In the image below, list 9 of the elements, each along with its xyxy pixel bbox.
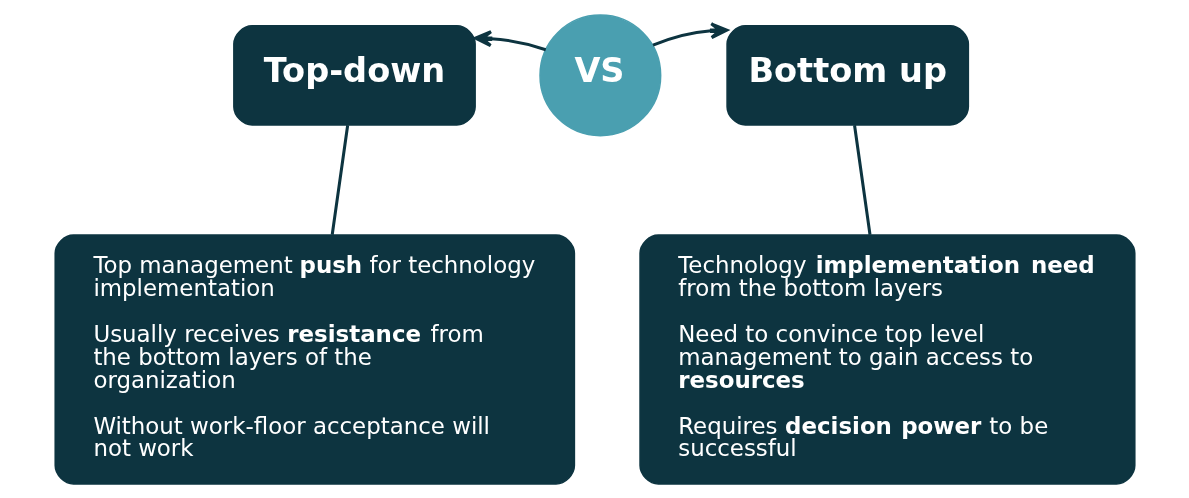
node-box: Bottom up: [725, 24, 969, 126]
arrow: [651, 21, 728, 46]
node-box: Top-down: [232, 24, 476, 126]
connector: [852, 124, 871, 235]
arrow: [473, 29, 546, 51]
node-box: Top management push for technology implementation Usually receives resistance from the bottom layers of the organization Without work-floor acceptance will not work: [53, 233, 575, 485]
node-box: Technology implementation need from the bottom layers Need to convince top level management to gain access to resources Requires decision power to be successful: [638, 233, 1136, 485]
node-circle: VS: [538, 13, 661, 136]
connector: [330, 124, 349, 235]
